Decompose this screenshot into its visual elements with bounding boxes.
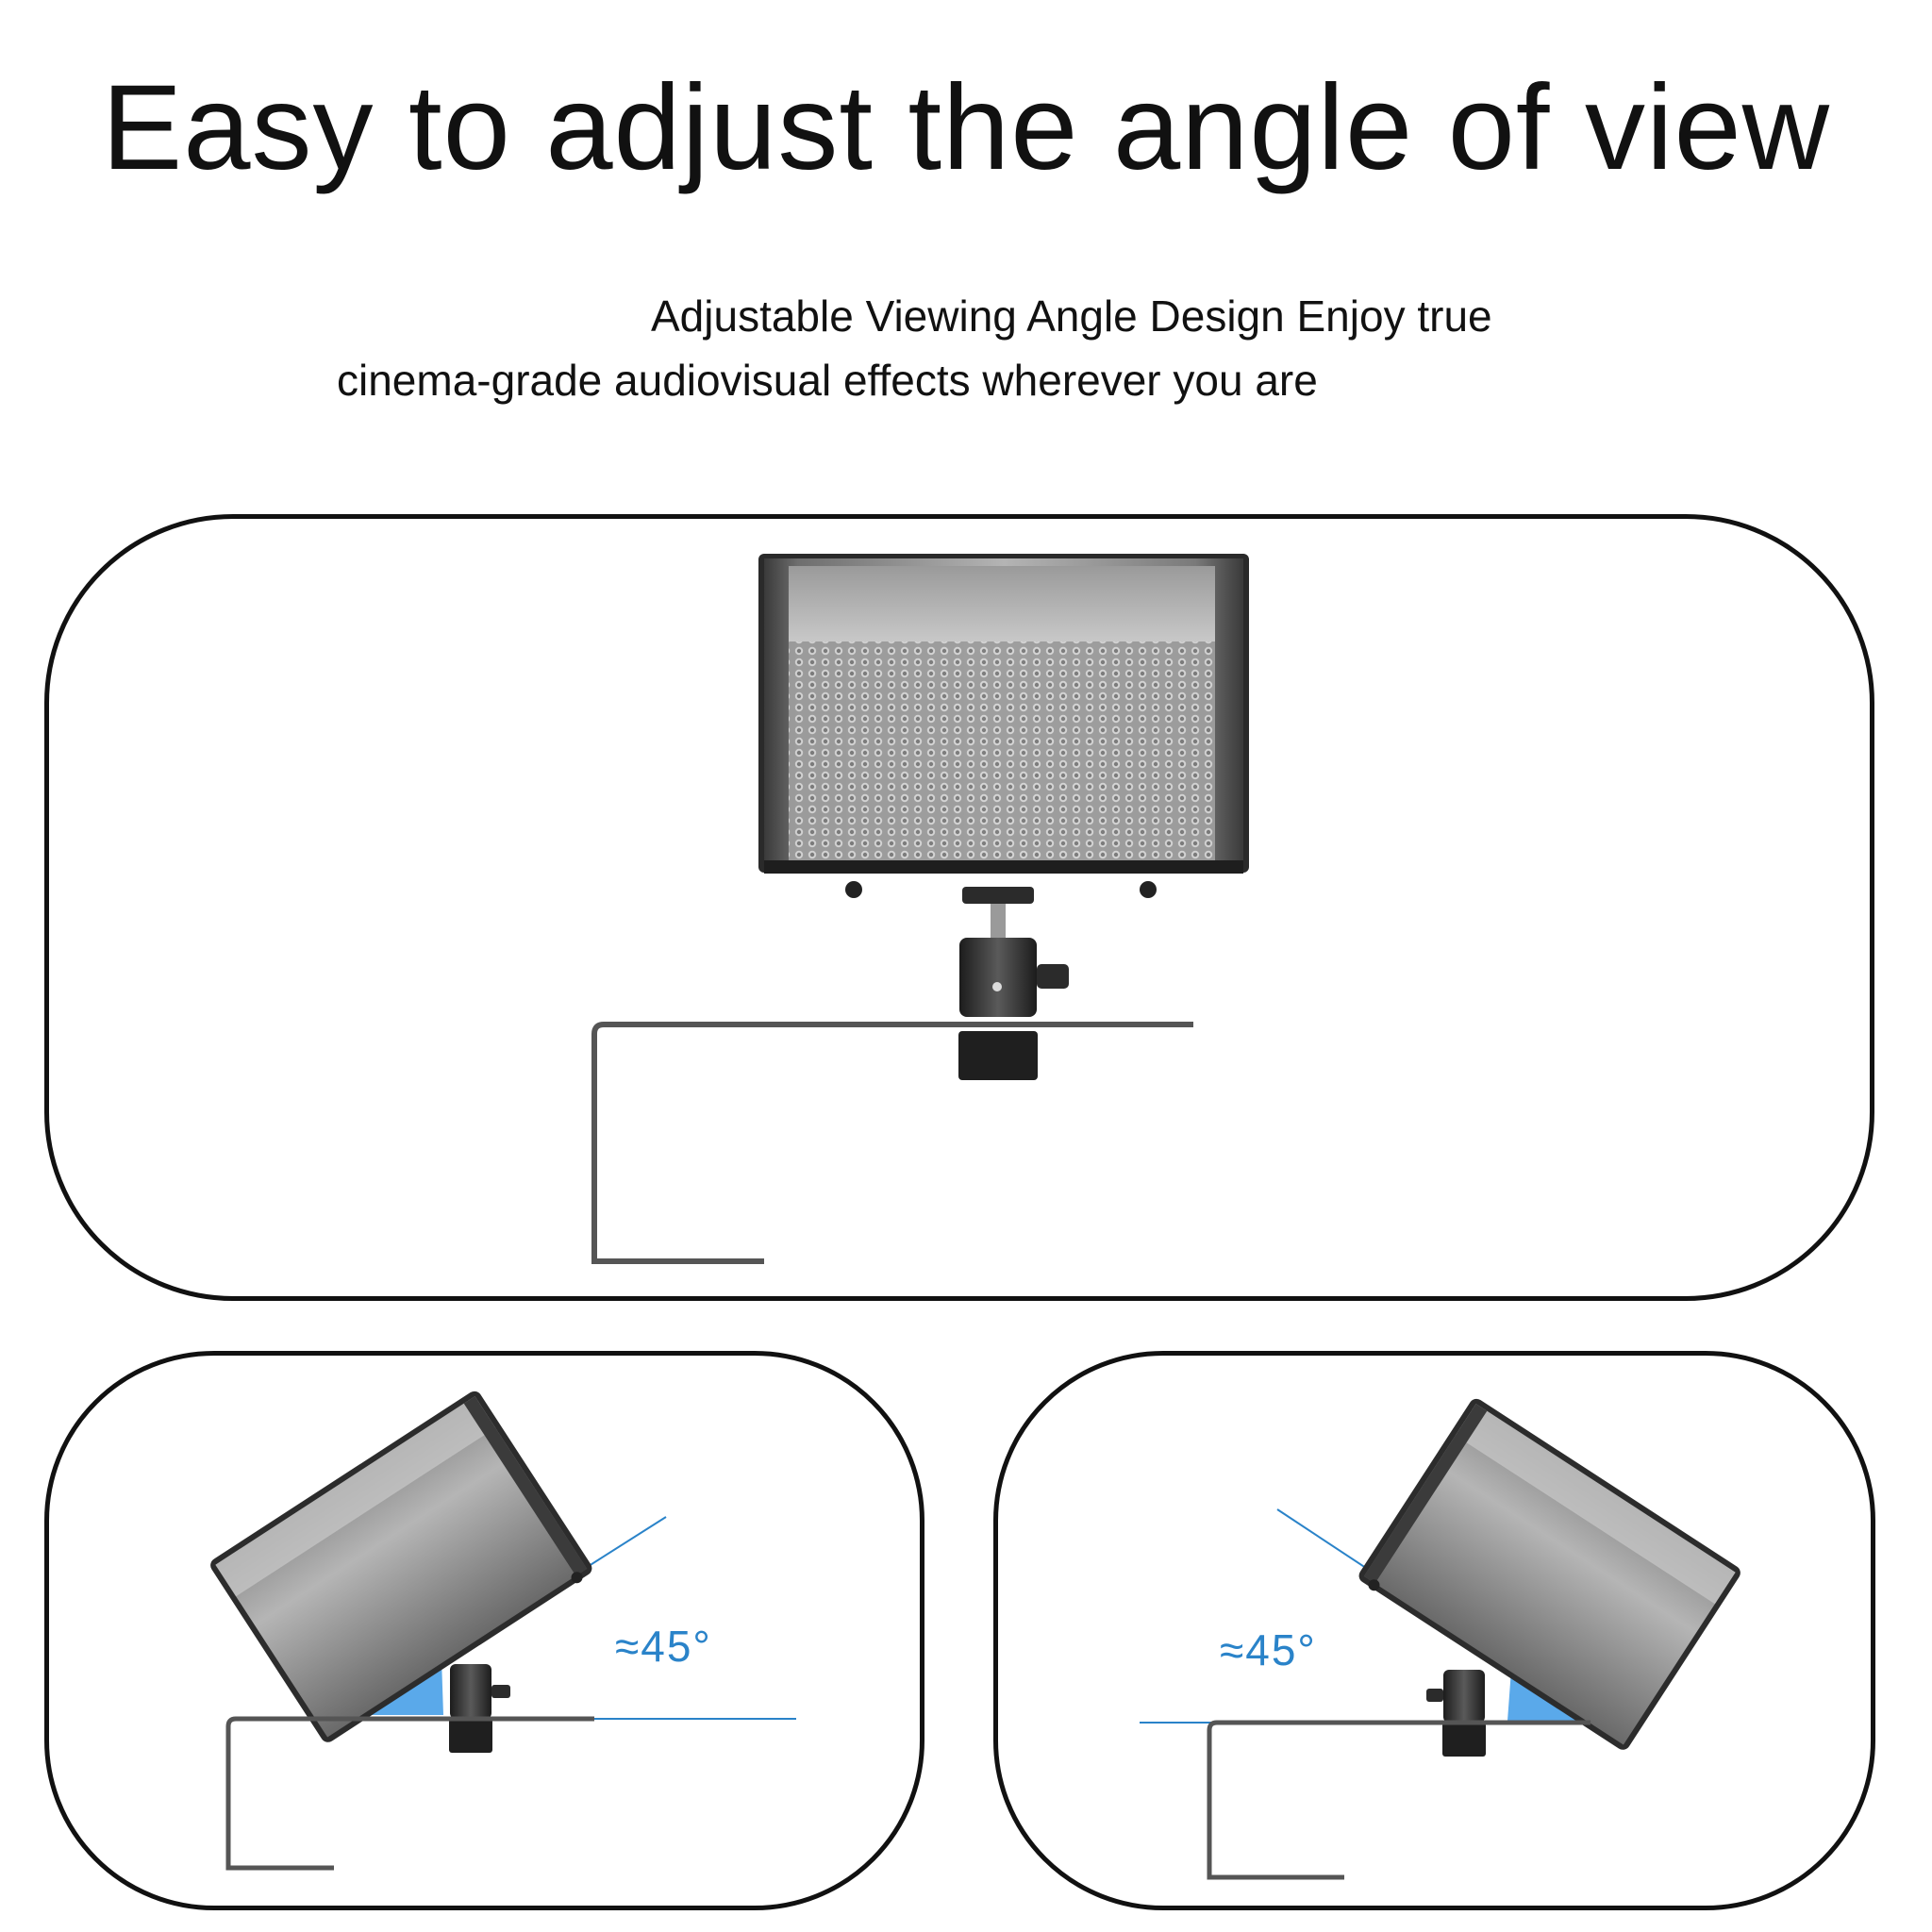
wall-bracket-icon	[591, 1022, 1193, 1264]
ball-head-mount-icon	[1426, 1670, 1486, 1757]
wall-bracket-icon	[1207, 1720, 1591, 1880]
subtitle-line-1: Adjustable Viewing Angle Design Enjoy tr…	[651, 291, 1492, 341]
wall-bracket-icon	[225, 1716, 594, 1871]
page-title: Easy to adjust the angle of view	[101, 60, 1831, 195]
ball-head-mount-icon	[449, 1664, 510, 1753]
angle-label-right: ≈45°	[1220, 1625, 1317, 1674]
panel-tilt-right	[993, 1351, 1875, 1910]
projector-icon	[758, 554, 1249, 898]
subtitle-line-2: cinema-grade audiovisual effects whereve…	[337, 356, 1318, 405]
projector-icon	[1358, 1398, 1740, 1750]
angle-label-left: ≈45°	[615, 1622, 712, 1671]
ball-head-mount-icon	[958, 887, 1069, 1080]
projector-icon	[210, 1391, 592, 1742]
